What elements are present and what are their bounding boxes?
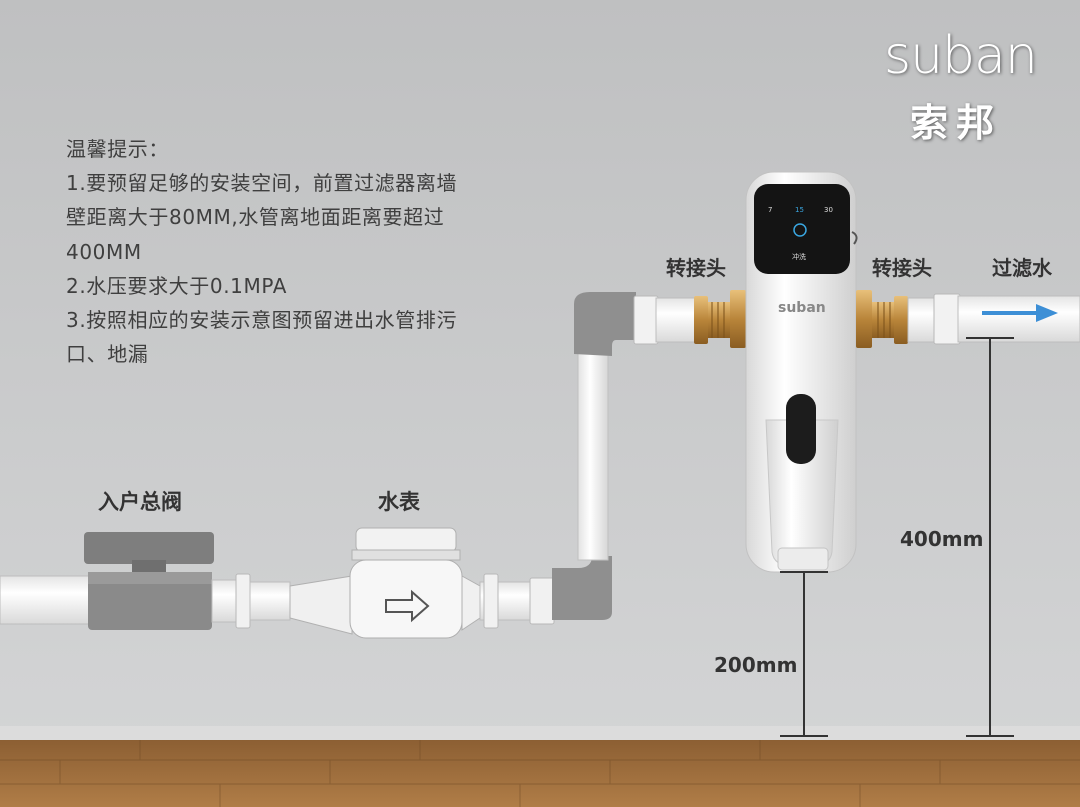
tips-line: 3.按照相应的安装示意图预留进出水管排污 — [66, 308, 458, 333]
wood-floor — [0, 740, 1080, 807]
tips-line: 2.水压要求大于0.1MPA — [66, 273, 288, 298]
display-power-icon — [793, 223, 807, 237]
installation-tips: 温馨提示： 1.要预留足够的安装空间，前置过滤器离墙 壁距离大于80MM,水管离… — [66, 132, 546, 371]
upper-elbow — [574, 292, 636, 356]
tips-line: 壁距离大于80MM,水管离地面距离要超过 — [66, 205, 445, 230]
pipe-coupling — [529, 577, 555, 625]
pipe-segment — [249, 581, 291, 621]
device-logo: suban — [778, 300, 826, 316]
display-flush-label: 冲洗 — [792, 253, 806, 261]
tips-line: 400MM — [66, 239, 142, 264]
pre-filter-device — [745, 171, 858, 573]
adapter-left-graphic — [694, 290, 746, 348]
pipe-coupling — [483, 573, 499, 629]
dimension-line-400mm — [966, 337, 1014, 737]
riser-pipe — [577, 351, 609, 561]
adapter-right-graphic — [856, 290, 908, 348]
dimension-line-200mm — [780, 571, 828, 737]
brand-logo-cn: 索邦 — [910, 101, 1003, 145]
label-water-meter: 水表 — [378, 490, 420, 514]
tips-line: 口、地漏 — [66, 342, 149, 367]
label-dim-400mm: 400mm — [900, 527, 984, 551]
skirting-board — [0, 726, 1080, 740]
pipe-coupling — [633, 295, 659, 345]
tips-line: 1.要预留足够的安装空间，前置过滤器离墙 — [66, 171, 458, 196]
display-left-value: 7 — [768, 206, 773, 214]
label-main-valve: 入户总阀 — [98, 490, 182, 514]
label-filtered-water: 过滤水 — [992, 256, 1052, 280]
tips-title: 温馨提示： — [66, 137, 169, 161]
label-adapter-right: 转接头 — [872, 256, 932, 280]
inlet-pipe — [0, 575, 91, 625]
main-valve-graphic — [84, 532, 214, 630]
display-center-value: 15 — [795, 206, 804, 214]
pipe-segment — [655, 297, 697, 343]
device-display — [754, 184, 850, 274]
meter-arrow-icon — [385, 589, 430, 623]
lower-elbow — [552, 556, 612, 620]
pipe-coupling — [933, 293, 961, 345]
brand-logo-en: suban — [884, 26, 1038, 86]
water-meter-graphic — [289, 527, 481, 639]
floor-planks — [0, 740, 1080, 807]
outlet-pipe — [957, 295, 1080, 343]
label-dim-200mm: 200mm — [714, 653, 798, 677]
pipe-segment — [907, 297, 939, 343]
display-right-value: 30 — [824, 206, 833, 214]
sight-window — [786, 394, 816, 464]
flow-arrow-icon — [982, 304, 1058, 322]
pipe-coupling — [235, 573, 251, 629]
label-adapter-left: 转接头 — [666, 256, 726, 280]
